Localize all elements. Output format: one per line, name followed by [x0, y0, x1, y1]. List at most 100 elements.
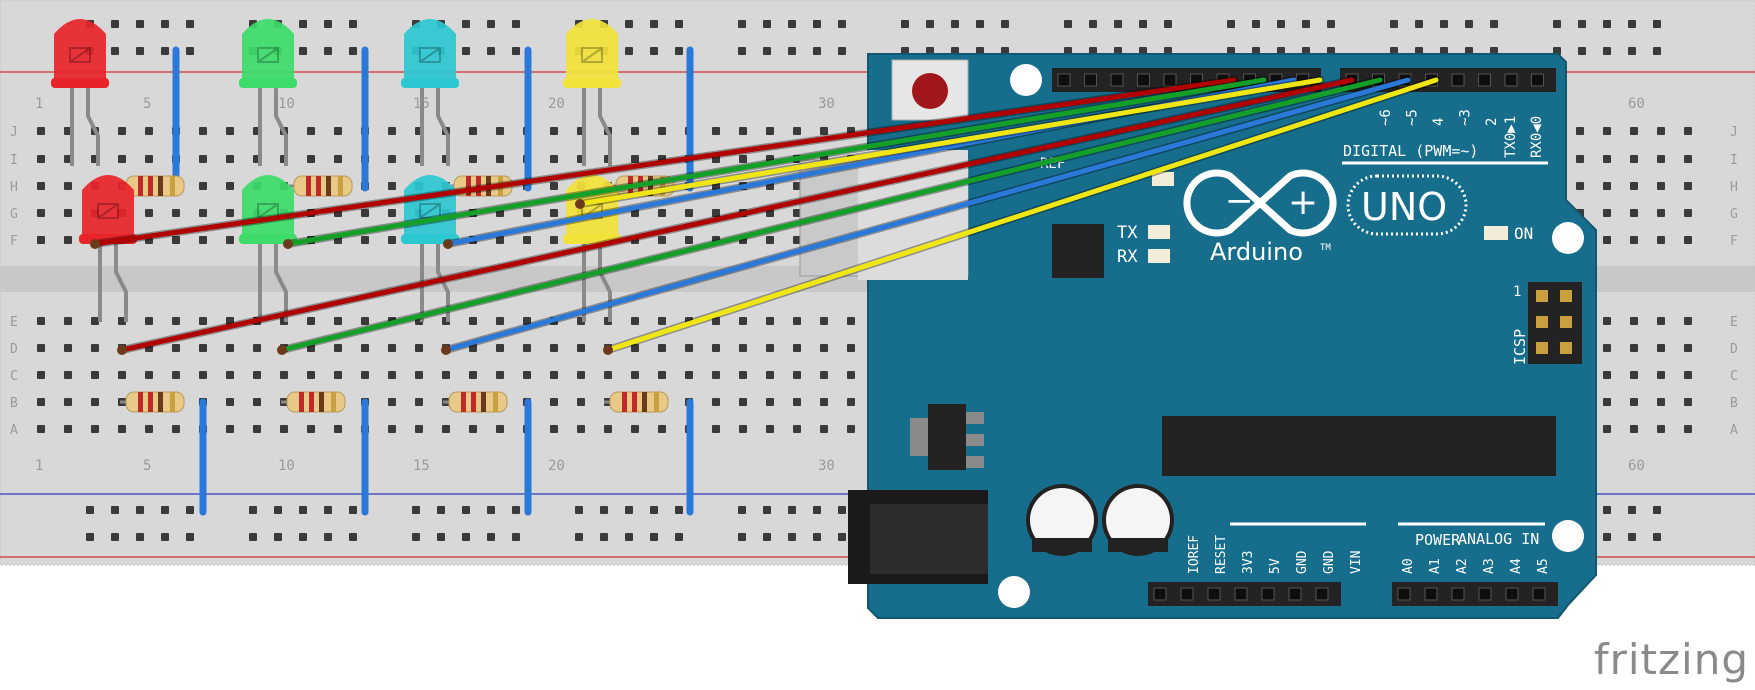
rail-hole [1277, 20, 1285, 28]
hole [523, 209, 531, 217]
hole [388, 371, 396, 379]
row-letter: E [10, 315, 18, 330]
hole [739, 344, 747, 352]
minus-icon: − [1225, 181, 1254, 221]
led-rim [239, 234, 297, 244]
hole [1684, 344, 1692, 352]
hole [793, 398, 801, 406]
column-number: 10 [278, 96, 295, 112]
hole [523, 236, 531, 244]
hole [631, 371, 639, 379]
rail-hole [299, 47, 307, 55]
hole [766, 209, 774, 217]
hole [685, 371, 693, 379]
pcb [867, 53, 1597, 619]
header-pin [1424, 587, 1438, 601]
rail-hole [1465, 20, 1473, 28]
hole [415, 371, 423, 379]
hole [1630, 236, 1638, 244]
column-number: 15 [413, 458, 430, 474]
led-dome [404, 19, 456, 84]
mounting-hole [1552, 520, 1584, 552]
hole [712, 127, 720, 135]
hole [1684, 398, 1692, 406]
rail-hole [763, 506, 771, 514]
led-dome [242, 19, 294, 84]
column-number: 60 [1628, 96, 1645, 112]
wire-end [575, 199, 585, 209]
wire [577, 77, 1323, 207]
hole [388, 398, 396, 406]
hole [793, 209, 801, 217]
rail-hole [512, 20, 520, 28]
rail-hole [299, 20, 307, 28]
hole [496, 425, 504, 433]
rail-hole [788, 506, 796, 514]
hole [226, 155, 234, 163]
rail-hole [1553, 20, 1561, 28]
rx-label: RX [1117, 247, 1138, 267]
header-pin [1153, 587, 1167, 601]
pin-label: 4 [1431, 118, 1447, 126]
arduino-infinity-logo [1183, 169, 1337, 237]
rail-hole [951, 20, 959, 28]
wire-end [90, 239, 100, 249]
rail-hole [462, 20, 470, 28]
hole [1603, 155, 1611, 163]
wire-end [603, 345, 613, 355]
resistor-body [609, 391, 669, 413]
rail-hole [186, 506, 194, 514]
rail-hole [600, 506, 608, 514]
led-leg [598, 86, 612, 166]
column-number: 30 [818, 458, 835, 474]
hole [1603, 425, 1611, 433]
resistor-band [138, 176, 143, 196]
hole [226, 209, 234, 217]
header-pin [1084, 73, 1097, 87]
hole [37, 155, 45, 163]
resistor-band [654, 392, 659, 412]
hole [145, 127, 153, 135]
hole [793, 127, 801, 135]
rail-hole [763, 20, 771, 28]
hole [253, 371, 261, 379]
rail-hole [813, 20, 821, 28]
rail-hole [1227, 20, 1235, 28]
wire-end [277, 345, 287, 355]
hole [199, 344, 207, 352]
led-rim [563, 78, 621, 88]
hole [739, 371, 747, 379]
hole [1684, 425, 1692, 433]
hole [37, 425, 45, 433]
header-pin [1261, 587, 1275, 601]
power-pin-label: GND [1322, 550, 1337, 574]
hole [253, 425, 261, 433]
resistor-band [466, 176, 471, 196]
on-led [1484, 226, 1508, 240]
hole [604, 371, 612, 379]
hole [145, 425, 153, 433]
microcontroller [1162, 416, 1556, 476]
hole [1657, 317, 1665, 325]
hole [118, 127, 126, 135]
row-letter: B [10, 396, 18, 411]
rail-hole [1653, 20, 1661, 28]
led-red [51, 19, 109, 166]
rail-hole [625, 47, 633, 55]
hole [91, 317, 99, 325]
hole [226, 425, 234, 433]
hole [631, 127, 639, 135]
hole [442, 371, 450, 379]
hole [712, 317, 720, 325]
resistor-band [138, 392, 143, 412]
hole [685, 236, 693, 244]
hole [766, 317, 774, 325]
hole [226, 317, 234, 325]
rail-hole [813, 47, 821, 55]
row-letter: I [10, 153, 18, 168]
rail-hole [738, 506, 746, 514]
column-number: 30 [818, 96, 835, 112]
resistor-band [326, 176, 331, 196]
rail-hole [738, 20, 746, 28]
rail-hole [788, 47, 796, 55]
